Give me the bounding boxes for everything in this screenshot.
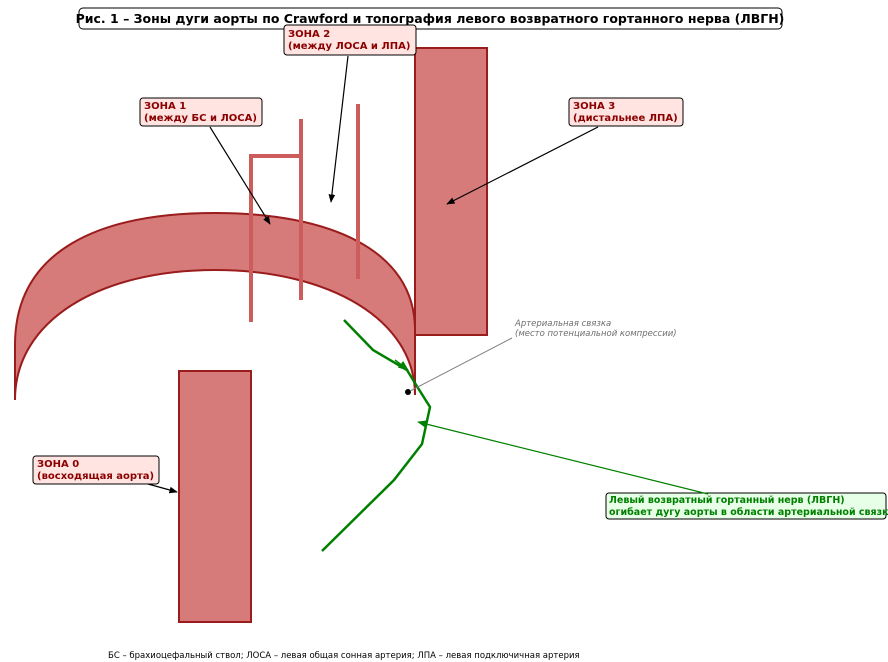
zone3-title: ЗОНА 3: [573, 101, 615, 112]
zone2-arrow: [328, 55, 349, 203]
ligament-label-line2: (место потенциальной компрессии): [515, 329, 677, 339]
zone3-callout: ЗОНА 3 (дистальнее ЛПА): [446, 97, 684, 205]
descending-aorta: [414, 47, 488, 336]
zone1-arrow: [209, 126, 271, 225]
svg-text:ЗОНА 0 (восходящая аорта: ЗОНА 0 (восходящая аорта): [37, 459, 154, 482]
abbreviations-footnote: БС – брахиоцефальный ствол; ЛОСА – левая…: [108, 651, 580, 661]
aortic-arch: [14, 211, 416, 401]
figure-title: Рис. 1 – Зоны дуги аорты по Crawford и т…: [76, 11, 785, 26]
svg-text:ЗОНА 2 (между ЛОСА и ЛПА: ЗОНА 2 (между ЛОСА и ЛПА): [288, 29, 410, 52]
zone0-arrow: [147, 483, 178, 494]
ligamentum-leader-line: [409, 337, 513, 392]
zone3-subtitle: (дистальнее ЛПА): [573, 113, 678, 124]
zone0-subtitle: (восходящая аорта): [37, 471, 154, 482]
svg-text:ЗОНА 3 (дистальнее ЛПА): ЗОНА 3 (дистальнее ЛПА): [573, 101, 678, 124]
zone2-callout: ЗОНА 2 (между ЛОСА и ЛПА): [283, 24, 417, 203]
title-box: Рис. 1 – Зоны дуги аорты по Crawford и т…: [76, 7, 785, 30]
zone1-subtitle: (между БС и ЛОСА): [144, 113, 257, 124]
supra-aortic-branches: [249, 104, 360, 322]
brachiocephalic-trunk: [249, 154, 301, 322]
nerve-direction-arrow: [394, 359, 409, 371]
left-recurrent-laryngeal-nerve: [321, 319, 432, 552]
ligamentum-arteriosum-point: [405, 389, 411, 395]
ascending-aorta: [178, 370, 252, 623]
svg-text:ЗОНА 1 (между БС и ЛОСА): ЗОНА 1 (между БС и ЛОСА): [144, 101, 257, 124]
zone1-callout: ЗОНА 1 (между БС и ЛОСА): [139, 97, 271, 225]
svg-text:Левый возвратный гортанный нер: Левый возвратный гортанный нерв (ЛВГН) о…: [609, 495, 888, 518]
zone2-title: ЗОНА 2: [288, 29, 330, 40]
zone1-title: ЗОНА 1: [144, 101, 186, 112]
ligament-label-line1: Артериальная связка: [514, 319, 611, 329]
zone2-subtitle: (между ЛОСА и ЛПА): [288, 41, 410, 52]
nerve-label-line1: Левый возвратный гортанный нерв (ЛВГН): [609, 495, 845, 506]
zone0-callout: ЗОНА 0 (восходящая аорта): [32, 455, 178, 494]
ligament-label: Артериальная связка (место потенциальной…: [514, 319, 677, 339]
nerve-arrow: [417, 420, 709, 495]
zone0-title: ЗОНА 0: [37, 459, 79, 470]
zone3-arrow: [446, 126, 599, 205]
nerve-label-line2: огибает дугу аорты в области артериально…: [609, 507, 888, 518]
nerve-callout: Левый возвратный гортанный нерв (ЛВГН) о…: [417, 420, 888, 520]
